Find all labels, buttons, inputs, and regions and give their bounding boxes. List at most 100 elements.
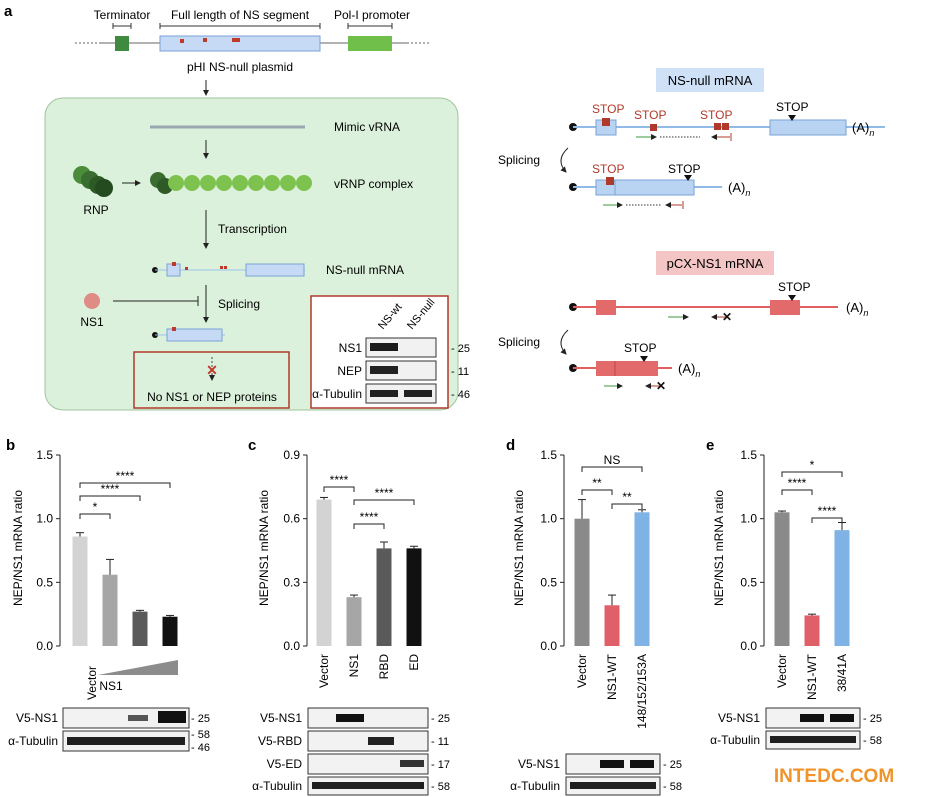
- cell-mrna: [152, 262, 305, 277]
- y-tick-label: 1.5: [740, 448, 757, 462]
- bar: [102, 574, 118, 646]
- panel-c-blot-row-0: V5-NS1: [260, 711, 302, 725]
- bar: [316, 499, 332, 646]
- panel-e-blot: [765, 707, 861, 750]
- panel-c-mw-2: - 17: [431, 759, 450, 771]
- panel-d-blot: [565, 753, 661, 796]
- significance-bracket: [353, 523, 385, 529]
- bar: [574, 518, 590, 646]
- significance-label: **: [592, 476, 602, 490]
- x-tick-label: Vector: [317, 654, 331, 688]
- panel-b-mw-0: - 25: [191, 713, 210, 725]
- polya-1: (A)n: [852, 120, 874, 138]
- ns1-protein-label: NS1: [80, 315, 104, 329]
- significance-bracket: [811, 517, 843, 523]
- x-tick-label: Vector: [575, 654, 589, 688]
- y-tick-label: 1.5: [36, 448, 53, 462]
- bar: [834, 530, 850, 646]
- y-tick-label: 0.0: [36, 639, 53, 653]
- splicing-label-2: Splicing: [498, 335, 540, 349]
- significance-label: ****: [116, 469, 135, 483]
- ns-null-mrna-diagram: [569, 115, 885, 141]
- significance-bracket: [79, 513, 111, 519]
- pcx-mrna-diagram: ✕: [569, 295, 838, 324]
- x-tick-label: NS1-WT: [605, 653, 619, 700]
- stop-label-5: STOP: [592, 162, 624, 176]
- significance-label: NS: [604, 453, 621, 467]
- chart-b: 0.00.51.01.5*********: [36, 448, 178, 653]
- segment-label: Full length of NS segment: [171, 8, 310, 22]
- watermark: INTEDC.COM: [774, 766, 894, 787]
- panel-e-blot-row-1: α-Tubulin: [710, 733, 760, 747]
- panel-b-xlabel-vector: Vector: [85, 666, 99, 700]
- splicing-arrow-2: [560, 329, 569, 355]
- x-tick-label: NS1: [347, 654, 361, 678]
- polya-4: (A)n: [678, 361, 700, 379]
- bar: [634, 512, 650, 646]
- panel-d-mw-1: - 58: [663, 781, 682, 793]
- significance-bracket: [611, 503, 643, 509]
- panel-b-blot: [62, 707, 190, 752]
- panel-c-blot-row-1: V5-RBD: [258, 734, 302, 748]
- significance-label: **: [622, 490, 632, 504]
- panel-c-mw-3: - 58: [431, 781, 450, 793]
- significance-label: ****: [788, 476, 807, 490]
- significance-bracket: [353, 499, 415, 505]
- significance-bracket: [79, 495, 141, 501]
- panel-e-ylabel: NEP/NS1 mRNA ratio: [712, 490, 726, 606]
- inhibition-arrow: [113, 296, 199, 306]
- significance-label: *: [93, 500, 98, 514]
- panel-e-letter: e: [706, 437, 714, 454]
- x-tick-label: RBD: [377, 654, 391, 680]
- significance-bracket: [581, 466, 643, 472]
- panel-b-blot-row-0: V5-NS1: [16, 711, 58, 725]
- significance-label: ****: [375, 486, 394, 500]
- cell-mrna-label: NS-null mRNA: [326, 263, 404, 277]
- pcx-spliced-diagram: ✕: [569, 356, 672, 393]
- y-tick-label: 1.0: [540, 512, 557, 526]
- pol1-promoter-block: [348, 36, 392, 51]
- splicing-label-1: Splicing: [498, 153, 540, 167]
- ns-segment-block: [159, 35, 321, 52]
- stop-label-8: STOP: [624, 341, 656, 355]
- panel-e-mw-0: - 25: [863, 713, 882, 725]
- blot-row-ns1: NS1: [339, 341, 363, 355]
- panel-c-ylabel: NEP/NS1 mRNA ratio: [257, 490, 271, 606]
- y-tick-label: 1.0: [740, 512, 757, 526]
- polya-2: (A)n: [728, 180, 750, 198]
- vrnp-complex: [150, 172, 312, 194]
- panel-d-blot-row-1: α-Tubulin: [510, 779, 560, 793]
- stop-label-3: STOP: [700, 108, 732, 122]
- cross-icon: ✕: [206, 362, 218, 378]
- no-proteins-box: [133, 351, 290, 409]
- blot-row-nep: NEP: [337, 364, 362, 378]
- y-tick-label: 0.5: [740, 575, 757, 589]
- splicing-arrow-1: [560, 147, 569, 173]
- significance-label: ****: [818, 504, 837, 518]
- polya-3: (A)n: [846, 300, 868, 318]
- svg-text:✕: ✕: [722, 310, 732, 324]
- bar: [376, 548, 392, 646]
- rnp-cluster: [73, 166, 113, 197]
- stop-label-4: STOP: [776, 100, 808, 114]
- y-tick-label: 0.0: [740, 639, 757, 653]
- bar: [774, 512, 790, 646]
- panel-e-mw-1: - 58: [863, 735, 882, 747]
- panel-b-blot-row-1: α-Tubulin: [8, 734, 58, 748]
- panel-e-blot-row-0: V5-NS1: [718, 711, 760, 725]
- ns-null-title: NS-null mRNA: [668, 73, 753, 88]
- x-tick-label: Vector: [775, 654, 789, 688]
- y-tick-label: 1.5: [540, 448, 557, 462]
- panel-b-ylabel: NEP/NS1 mRNA ratio: [11, 490, 25, 606]
- x-tick-label: 38/41A: [835, 654, 849, 692]
- cell-splicing-label: Splicing: [218, 297, 260, 311]
- transcription-label: Transcription: [218, 222, 287, 236]
- plasmid-diagram: [75, 23, 430, 52]
- panel-c-blot-row-2: V5-ED: [267, 757, 303, 771]
- x-tick-label: 148/152/153A: [635, 654, 649, 729]
- terminator-label: Terminator: [94, 8, 151, 22]
- panel-b-group-label: NS1: [99, 679, 123, 693]
- y-tick-label: 0.5: [540, 575, 557, 589]
- panel-b-mw-2: - 46: [191, 742, 210, 754]
